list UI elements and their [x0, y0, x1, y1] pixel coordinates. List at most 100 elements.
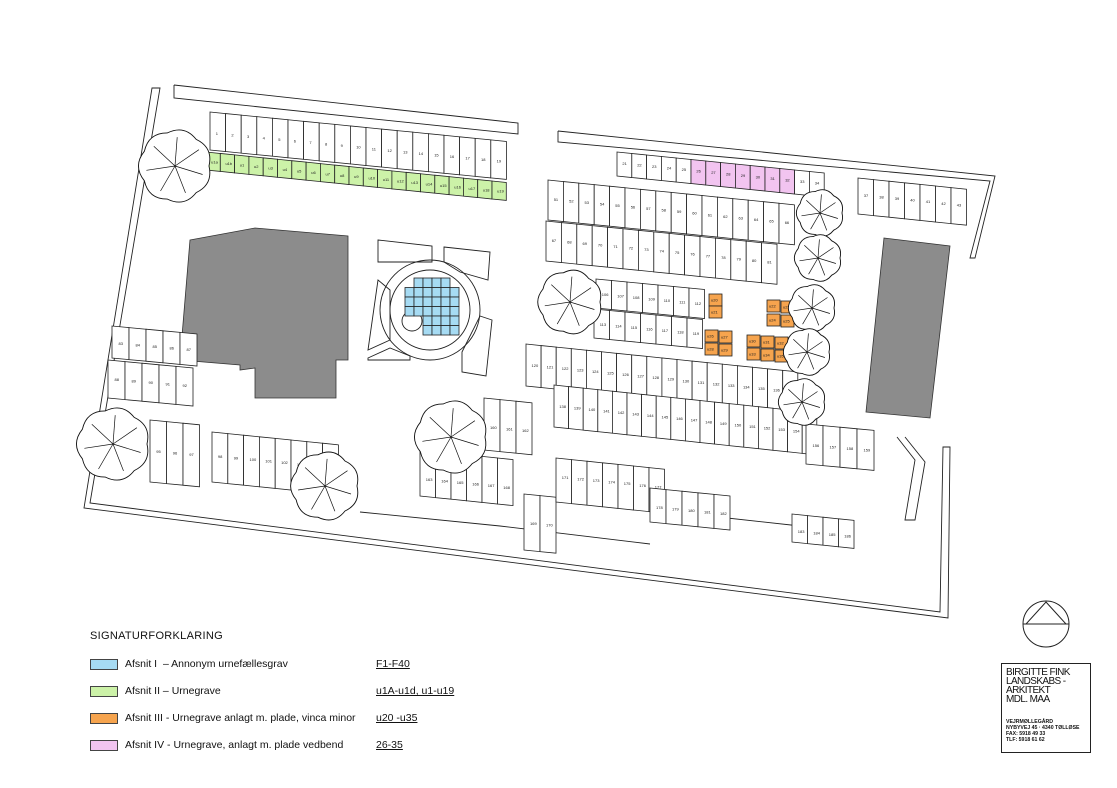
legend-swatch-pink [90, 740, 118, 751]
urn-plot [708, 305, 723, 319]
common-grave-cell [413, 296, 424, 307]
plot-number: 65 [769, 218, 774, 223]
plot-number: 96 [173, 450, 178, 455]
plot-number: 163 [426, 477, 433, 482]
anonymous-common-grave-area [367, 239, 493, 377]
plot-number: 138 [559, 404, 566, 409]
common-grave-cell [413, 277, 424, 288]
grave-plot [179, 331, 198, 367]
plot-number: 112 [695, 301, 702, 306]
common-grave-cell [449, 306, 460, 317]
grave-plot [497, 457, 514, 507]
plot-number: 39 [895, 196, 900, 201]
plot-number: 16 [450, 154, 455, 159]
boundary-north-wall-left [173, 84, 519, 135]
plot-number: 31 [770, 176, 775, 181]
plot-number: 145 [662, 415, 669, 420]
plot-number: 100 [250, 457, 257, 462]
plot-number: 77 [706, 253, 711, 258]
plot-number: 179 [672, 506, 679, 511]
plot-number: 69 [583, 241, 588, 246]
plot-number: 11 [372, 146, 377, 151]
plot-number: 113 [600, 322, 607, 327]
plot-number: 74 [660, 249, 665, 254]
plot-number: 182 [720, 511, 727, 516]
common-grave-cell [422, 315, 433, 326]
grave-plot [586, 460, 603, 508]
common-grave-cell [422, 306, 433, 317]
tree-icon [537, 269, 602, 335]
plot-number: u16 [454, 184, 461, 189]
firm-name: BIRGITTE FINK LANDSKABS - ARKITEKT MDL. … [1006, 667, 1070, 705]
plot-number: 124 [592, 369, 599, 374]
plot-number: 116 [646, 326, 653, 331]
plot-number: 34 [815, 180, 820, 185]
plot-number: 161 [506, 426, 513, 431]
plot-number: 26 [696, 168, 701, 173]
plot-number: 151 [749, 424, 756, 429]
plot-number: 178 [656, 505, 663, 510]
boundary-north-wall-right [557, 130, 996, 259]
plot-number: 171 [562, 475, 569, 480]
plot-number: 168 [503, 485, 510, 490]
plot-number: u4 [283, 167, 288, 172]
common-grave-cell [422, 296, 433, 307]
plot-number: 52 [569, 198, 574, 203]
east-building [865, 237, 951, 419]
plot-number: 18 [481, 157, 486, 162]
plot-number: 164 [441, 478, 448, 483]
plot-number: 72 [629, 246, 634, 251]
grave-plot [617, 463, 634, 511]
plot-number: 33 [800, 179, 805, 184]
plot-number: 132 [713, 381, 720, 386]
plot-number: u21 [711, 310, 718, 315]
grave-plot [555, 457, 572, 505]
plot-number: 6 [294, 139, 297, 144]
plot-number: u7 [326, 171, 331, 176]
plot-number: 117 [662, 328, 669, 333]
urn-plot [704, 342, 719, 356]
plot-number: 3 [247, 134, 250, 139]
tree-icon [777, 378, 825, 426]
plot-number: 128 [652, 375, 659, 380]
plot-number: 28 [726, 171, 731, 176]
plot-number: 175 [624, 481, 631, 486]
plot-number: 58 [662, 208, 667, 213]
plot-number: 27 [711, 170, 716, 175]
plot-number: 107 [617, 293, 624, 298]
plot-number: 157 [830, 444, 837, 449]
plot-number: 152 [764, 425, 771, 430]
plot-number: 79 [737, 256, 742, 261]
common-grave-cell [440, 296, 451, 307]
plot-number: 148 [705, 419, 712, 424]
grave-plot [571, 459, 588, 506]
common-grave-cell [431, 315, 442, 326]
plot-number: 12 [387, 148, 392, 153]
plot-number: 40 [910, 198, 915, 203]
common-grave-cell [413, 287, 424, 298]
grave-plot [950, 187, 967, 226]
legend-swatch-green [90, 686, 118, 697]
plot-number: u20 [711, 298, 718, 303]
grave-plot [686, 317, 703, 349]
grave-plot [175, 365, 194, 407]
plot-number: u8 [340, 173, 345, 178]
plot-number: 54 [600, 201, 605, 206]
grave-plot [602, 462, 619, 509]
plot-number: 7 [309, 140, 312, 145]
common-grave-cell [431, 296, 442, 307]
legend-swatch-orange [90, 713, 118, 724]
plot-number: u24 [769, 318, 776, 323]
plot-number: u30 [749, 339, 756, 344]
grave-plot [856, 428, 875, 471]
plot-number: 173 [593, 478, 600, 483]
